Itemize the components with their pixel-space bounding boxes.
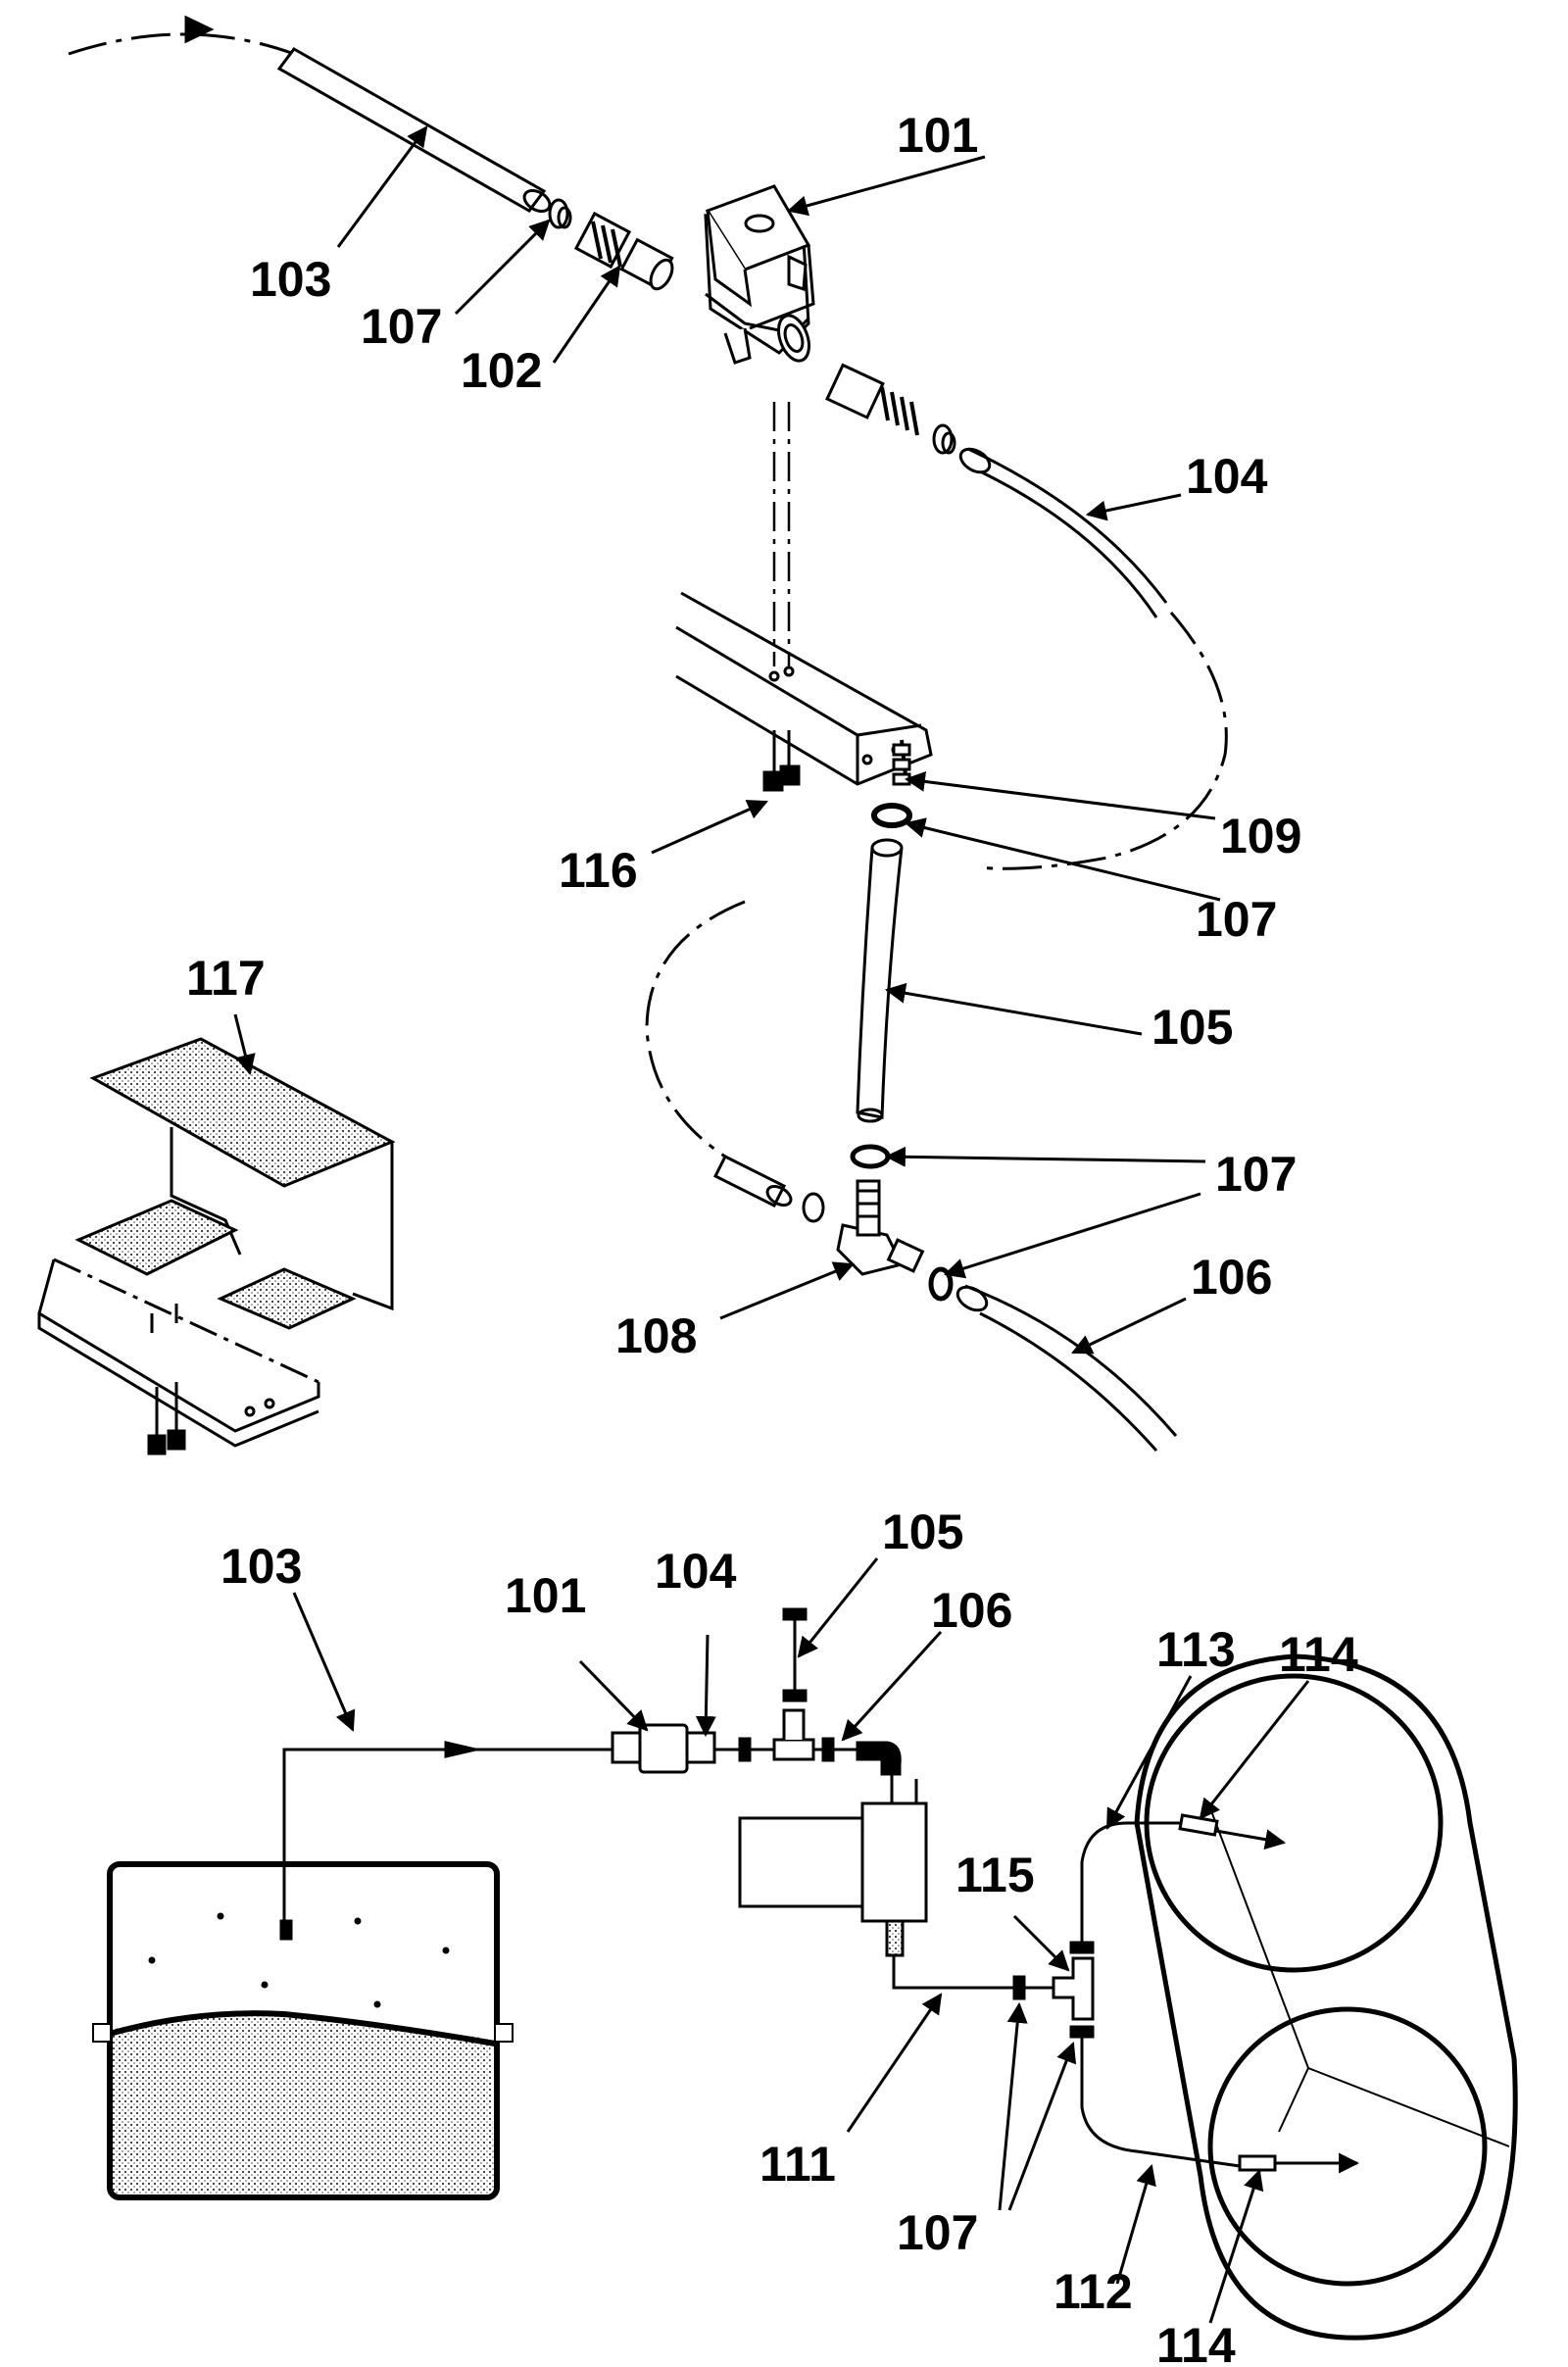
callout-labels: 101 103 107 102 104 109 107 116 117 105 … — [186, 108, 1358, 2367]
clamp-107-right — [928, 1266, 954, 1302]
callout-103: 103 — [220, 1539, 302, 1594]
hose-106 — [956, 1284, 1178, 1452]
callout-112: 112 — [1054, 2264, 1133, 2319]
hose-104 — [958, 447, 1228, 870]
callout-116: 116 — [559, 843, 638, 898]
callout-107: 107 — [361, 299, 442, 354]
nozzle-114-lower — [1238, 2154, 1277, 2172]
inlet-path-line — [68, 32, 295, 56]
line-112 — [1080, 2037, 1241, 2168]
nozzle-114-upper — [1178, 1813, 1219, 1837]
tee-115-symbol — [1052, 1941, 1095, 2039]
callout-105: 105 — [1152, 1000, 1233, 1055]
callout-104: 104 — [655, 1544, 737, 1599]
callout-105: 105 — [882, 1504, 963, 1559]
callout-113: 113 — [1156, 1622, 1236, 1677]
reservoir-tank — [92, 1861, 514, 2200]
callout-107: 107 — [1196, 892, 1277, 947]
line-103 — [282, 1748, 612, 1921]
flow-arrow-icon — [444, 1741, 476, 1758]
inlet-direction-arrow-icon — [184, 15, 215, 44]
line-111 — [892, 1955, 1014, 1990]
callout-109: 109 — [1220, 809, 1301, 863]
screws-116 — [762, 730, 801, 792]
fitting-102 — [573, 211, 674, 291]
callout-106: 106 — [1191, 1250, 1272, 1305]
callout-106: 106 — [931, 1583, 1012, 1638]
callout-108: 108 — [615, 1308, 697, 1363]
callout-104: 104 — [1186, 449, 1268, 504]
clamp-symbol — [738, 1737, 752, 1762]
pulley-upper — [1144, 1673, 1444, 1973]
callout-101: 101 — [897, 108, 978, 163]
hose-stub-left — [712, 1154, 825, 1223]
callout-107: 107 — [1215, 1147, 1297, 1202]
solenoid-valve-101 — [704, 184, 815, 365]
return-path-line — [645, 900, 746, 1159]
elbow-106 — [856, 1741, 902, 1776]
callout-103: 103 — [250, 252, 331, 307]
mounting-guide-lines — [772, 402, 791, 666]
callout-107: 107 — [897, 2205, 978, 2260]
outlet-fitting — [825, 363, 956, 455]
belt-drive — [1134, 1653, 1518, 2341]
callout-114: 114 — [1279, 1627, 1358, 1682]
callout-115: 115 — [956, 1848, 1035, 1902]
tee-105-symbol — [772, 1607, 815, 1761]
hose-103 — [276, 47, 552, 213]
clamp-107-mid — [871, 803, 912, 828]
leader-lines-bottom — [292, 1557, 1310, 2324]
callout-114: 114 — [1156, 2318, 1236, 2367]
tank-liquid — [113, 2015, 495, 2195]
callout-111: 111 — [760, 2137, 836, 2192]
fitting-109 — [892, 739, 911, 786]
pulley-lower — [1207, 2006, 1488, 2287]
clamp-107-lower — [850, 1144, 891, 1169]
tee-fitting-108 — [836, 1179, 925, 1276]
belt — [1134, 1653, 1518, 2341]
callout-101: 101 — [505, 1568, 586, 1623]
flow-schematic — [92, 1557, 1518, 2341]
inset-cover-117 — [37, 1037, 396, 1455]
valve-101-symbol — [611, 1723, 716, 1774]
clamp-107-top — [548, 198, 572, 229]
callout-102: 102 — [461, 343, 542, 398]
line-113 — [1080, 1821, 1191, 1943]
leader-lines-top — [233, 125, 1221, 1355]
exploded-view — [37, 15, 1228, 1455]
callout-117: 117 — [186, 951, 266, 1006]
pump — [738, 1774, 928, 1957]
hose-105 — [856, 838, 904, 1123]
